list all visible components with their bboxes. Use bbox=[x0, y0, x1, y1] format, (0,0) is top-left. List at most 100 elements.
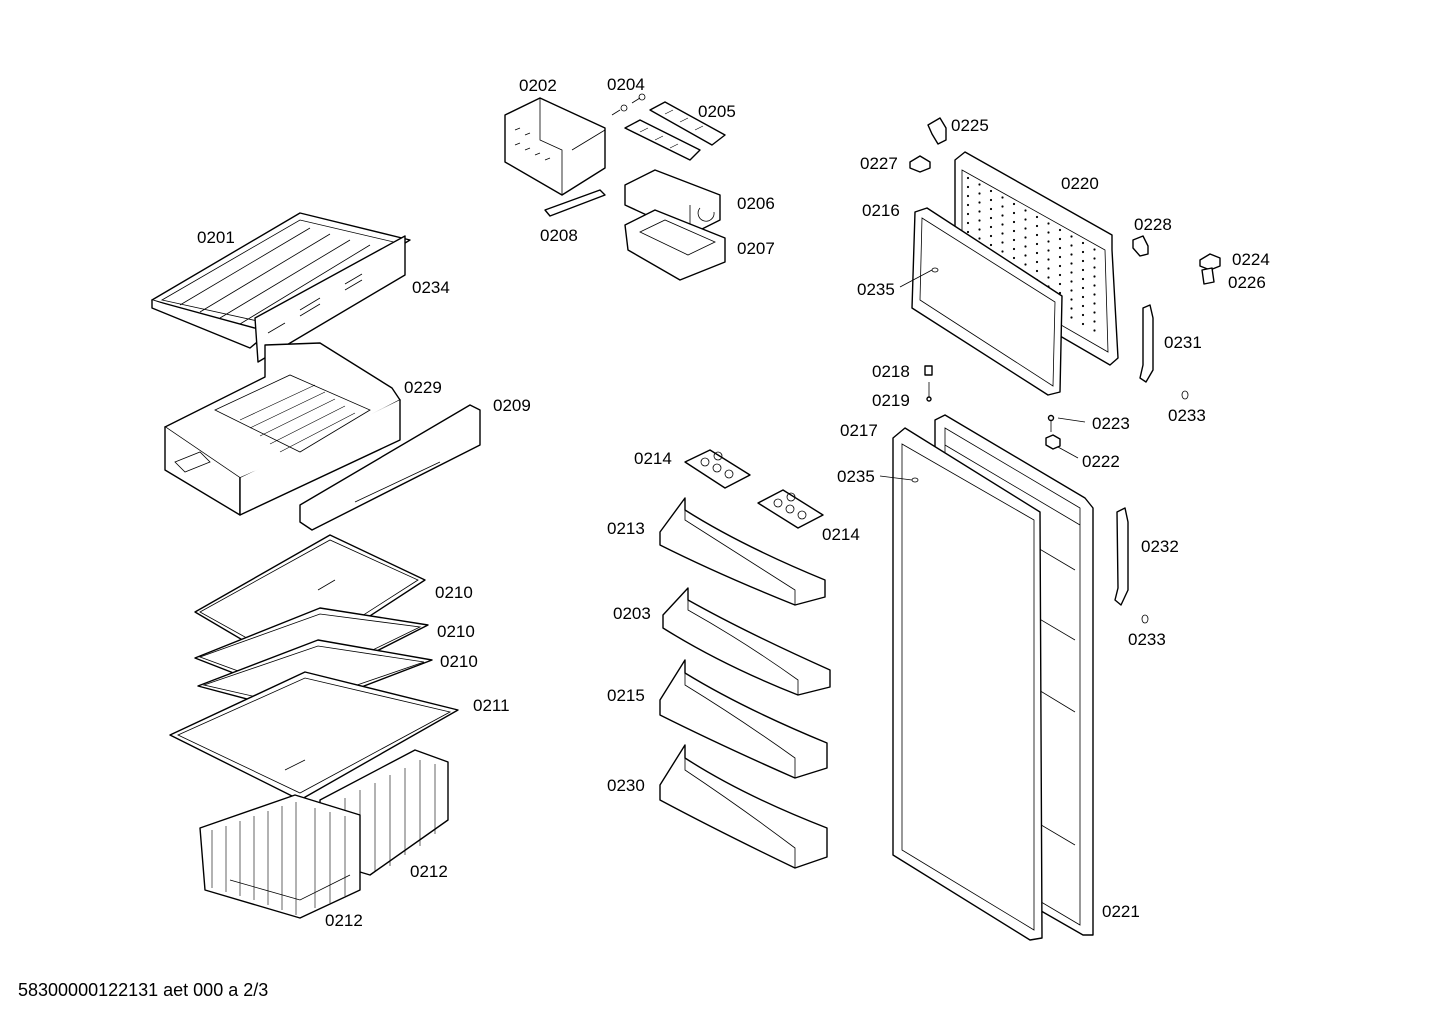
part-0231-handle bbox=[1139, 304, 1154, 383]
perforation-dot bbox=[1024, 263, 1027, 266]
perforation-dot bbox=[966, 194, 970, 198]
perforation-dot bbox=[1058, 255, 1062, 259]
perforation-dot bbox=[1035, 233, 1039, 237]
perforation-dot bbox=[989, 216, 993, 220]
perforation-dot bbox=[966, 212, 970, 216]
label-0217: 0217 bbox=[840, 421, 878, 440]
perforation-dot bbox=[966, 203, 970, 207]
label-0232: 0232 bbox=[1141, 537, 1179, 556]
perforation-dot bbox=[1047, 276, 1050, 279]
part-0222-block bbox=[1045, 434, 1061, 450]
part-0204-clips bbox=[611, 93, 646, 116]
part-0218-bushing bbox=[924, 365, 933, 376]
label-0220: 0220 bbox=[1061, 174, 1099, 193]
perforation-dot bbox=[1035, 215, 1039, 219]
perforation-dot bbox=[1001, 250, 1004, 253]
perforation-dot bbox=[1070, 262, 1073, 265]
perforation-dot bbox=[1047, 267, 1050, 270]
perforation-dot bbox=[978, 237, 981, 240]
perforation-dot bbox=[1035, 269, 1039, 273]
perforation-dot bbox=[1001, 232, 1004, 235]
part-0219-pin bbox=[926, 382, 932, 402]
perforation-dot bbox=[1047, 240, 1050, 243]
part-0209-strip bbox=[299, 404, 481, 531]
part-0216-freezer-gasket bbox=[911, 207, 1063, 396]
perforation-dot bbox=[1093, 293, 1096, 296]
part-0215-door-shelf bbox=[659, 659, 828, 779]
label-0211: 0211 bbox=[473, 696, 510, 715]
perforation-dot bbox=[1024, 227, 1027, 230]
perforation-dot bbox=[1070, 307, 1073, 310]
label-0228: 0228 bbox=[1134, 215, 1172, 234]
perforation-dot bbox=[1012, 220, 1016, 224]
perforation-dot bbox=[1058, 237, 1062, 241]
perforation-dot bbox=[989, 189, 993, 193]
label-0230: 0230 bbox=[607, 776, 645, 795]
perforation-dot bbox=[1070, 280, 1073, 283]
label-0213: 0213 bbox=[607, 519, 645, 538]
perforation-dot bbox=[978, 183, 981, 186]
perforation-dot bbox=[989, 234, 993, 238]
perforation-dot bbox=[1081, 286, 1085, 290]
part-0203-door-shelf bbox=[662, 587, 831, 696]
perforation-dot bbox=[1081, 313, 1085, 317]
perforation-dot bbox=[1012, 211, 1016, 215]
part-0233-washer-2 bbox=[1141, 614, 1149, 624]
label-0214-b: 0214 bbox=[822, 525, 860, 544]
part-0207-ice-tray bbox=[624, 209, 726, 281]
part-0212-crisper-front bbox=[199, 794, 361, 919]
perforation-dot bbox=[1012, 202, 1016, 206]
perforation-dot bbox=[1024, 254, 1027, 257]
perforation-dot bbox=[1070, 289, 1073, 292]
label-0225: 0225 bbox=[951, 116, 989, 135]
label-0205: 0205 bbox=[698, 102, 736, 121]
perforation-dot bbox=[1058, 264, 1062, 268]
part-0223-screw bbox=[1047, 414, 1055, 432]
perforation-dot bbox=[1024, 209, 1027, 212]
perforation-dot bbox=[1024, 245, 1027, 248]
perforation-dot bbox=[978, 219, 981, 222]
perforation-dot bbox=[1093, 284, 1096, 287]
label-0222: 0222 bbox=[1082, 452, 1120, 471]
perforation-dot bbox=[989, 198, 993, 202]
part-0232-handle bbox=[1114, 507, 1129, 606]
part-0214-egg-tray-2 bbox=[757, 489, 824, 529]
perforation-dot bbox=[1093, 302, 1096, 305]
part-0225-hinge bbox=[927, 117, 947, 145]
label-0226: 0226 bbox=[1228, 273, 1266, 292]
label-0210-c: 0210 bbox=[440, 652, 478, 671]
label-0229: 0229 bbox=[404, 378, 442, 397]
part-0201-shelf bbox=[151, 212, 411, 349]
perforation-dot bbox=[1047, 249, 1050, 252]
label-0212-b: 0212 bbox=[325, 911, 363, 930]
part-0205-ice-trays bbox=[624, 101, 726, 161]
label-0224: 0224 bbox=[1232, 250, 1270, 269]
label-0223: 0223 bbox=[1092, 414, 1130, 433]
part-0228-hinge bbox=[1132, 235, 1149, 257]
perforation-dot bbox=[1070, 235, 1073, 238]
perforation-dot bbox=[978, 192, 981, 195]
label-0235-a: 0235 bbox=[857, 280, 895, 299]
part-0213-door-shelf bbox=[659, 497, 826, 606]
perforation-dot bbox=[1093, 248, 1096, 251]
part-0214-egg-tray-1 bbox=[684, 449, 751, 489]
perforation-dot bbox=[1070, 244, 1073, 247]
part-0208-strip bbox=[544, 189, 606, 217]
label-0218: 0218 bbox=[872, 362, 910, 381]
perforation-dot bbox=[1081, 250, 1085, 254]
label-0201: 0201 bbox=[197, 228, 235, 247]
perforation-dot bbox=[1001, 214, 1004, 217]
label-0215: 0215 bbox=[607, 686, 645, 705]
perforation-dot bbox=[978, 210, 981, 213]
perforation-dot bbox=[1001, 241, 1004, 244]
label-0203: 0203 bbox=[613, 604, 651, 623]
label-0221: 0221 bbox=[1102, 902, 1140, 921]
label-0202: 0202 bbox=[519, 76, 557, 95]
label-0234: 0234 bbox=[412, 278, 450, 297]
label-0212-a: 0212 bbox=[410, 862, 448, 881]
perforation-dot bbox=[1093, 266, 1096, 269]
part-0233-washer-1 bbox=[1181, 390, 1189, 400]
perforation-dot bbox=[989, 225, 993, 229]
perforation-dot bbox=[1081, 295, 1085, 299]
perforation-dot bbox=[1058, 282, 1062, 286]
